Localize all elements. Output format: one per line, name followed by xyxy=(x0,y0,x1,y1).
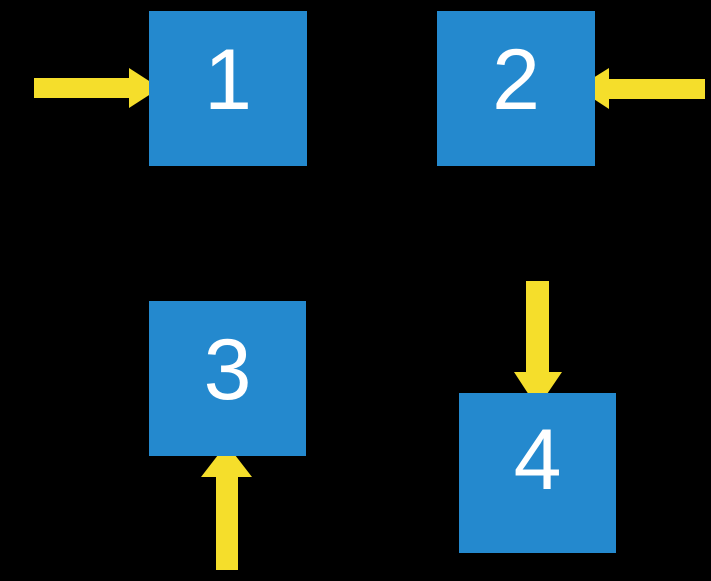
arrow-left-into-node-2 xyxy=(577,68,705,109)
arrow-right-into-node-1 xyxy=(34,68,160,108)
arrow-up-into-node-3 xyxy=(201,444,252,570)
node-label-1: 1 xyxy=(204,32,252,128)
arrow-down-shape xyxy=(514,281,562,408)
node-box-4[interactable]: 4 xyxy=(459,393,616,553)
node-box-2[interactable]: 2 xyxy=(437,11,595,166)
node-label-2: 2 xyxy=(492,32,540,128)
node-box-1[interactable]: 1 xyxy=(149,11,307,166)
arrow-up-shape xyxy=(201,444,252,570)
node-label-3: 3 xyxy=(203,322,252,418)
arrow-down-into-node-4 xyxy=(514,281,562,408)
node-box-3[interactable]: 3 xyxy=(149,301,306,456)
arrow-right-shape xyxy=(34,68,160,108)
arrow-left-shape xyxy=(577,68,705,109)
node-label-4: 4 xyxy=(513,412,562,508)
